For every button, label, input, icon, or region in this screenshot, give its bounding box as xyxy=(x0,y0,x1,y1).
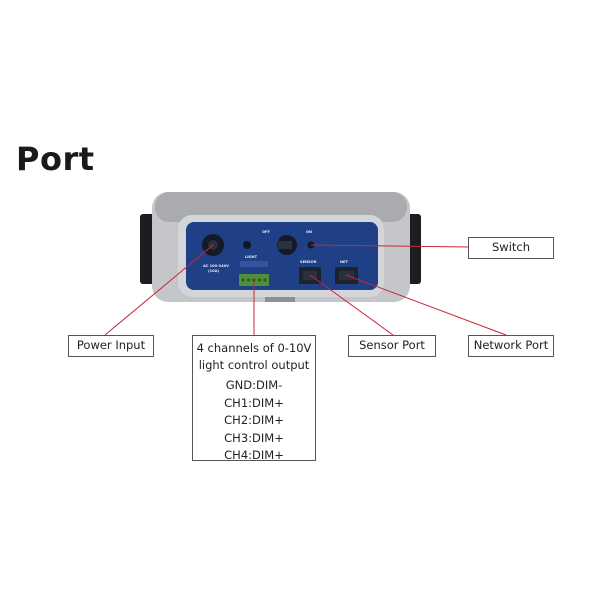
terminal-screws xyxy=(241,278,267,282)
pin-ch4: CH4:DIM+ xyxy=(224,448,284,462)
on-label: ON xyxy=(306,230,312,234)
switch-lever[interactable] xyxy=(278,241,292,249)
pin-ch3: CH3:DIM+ xyxy=(224,430,284,445)
network-leader xyxy=(345,274,507,336)
dimming-title-line1: 4 channels of 0-10V xyxy=(196,341,312,355)
network-port-callout: Network Port xyxy=(468,335,554,357)
dimming-callout: 4 channels of 0-10V light control output… xyxy=(192,335,316,462)
sensor-label: SENSOR xyxy=(300,260,317,264)
sensor-port-callout: Sensor Port xyxy=(348,335,436,357)
power-rating-label: AC 100-240V xyxy=(203,264,229,268)
pin-gnd: GND:DIM- xyxy=(225,378,283,392)
device-foot xyxy=(265,297,295,302)
switch-leader xyxy=(310,244,469,248)
off-label: OFF xyxy=(262,230,271,234)
net-label: NET xyxy=(340,260,348,264)
port-panel xyxy=(186,222,378,290)
power-leader xyxy=(104,244,214,336)
power-rating-amps: (10A) xyxy=(208,269,219,273)
leader-lines xyxy=(104,244,507,336)
page-title: Port xyxy=(16,140,95,178)
light-label: LIGHT xyxy=(245,255,258,259)
indicator-hole xyxy=(243,241,251,249)
sensor-leader xyxy=(309,274,394,336)
pin-ch2: CH2:DIM+ xyxy=(224,413,284,427)
power-input-callout: Power Input xyxy=(68,335,154,357)
dimming-title-line2: light control output xyxy=(198,357,310,372)
switch-callout: Switch xyxy=(468,237,554,259)
device-top xyxy=(155,192,407,222)
light-pin-labels xyxy=(240,261,268,267)
pin-ch1: CH1:DIM+ xyxy=(224,395,284,410)
